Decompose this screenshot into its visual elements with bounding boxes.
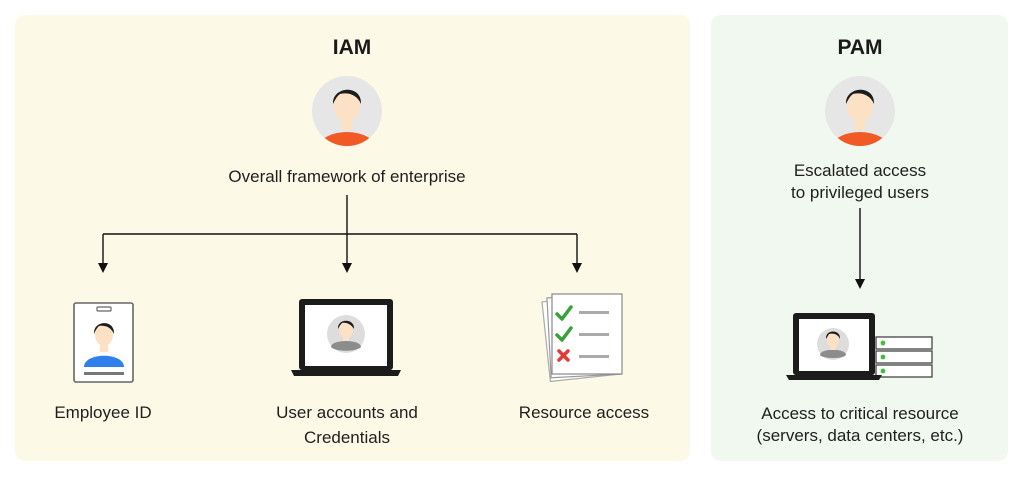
critical-resource-servers-icon bbox=[786, 313, 933, 380]
pam-description-line1: Escalated access bbox=[793, 161, 927, 180]
pam-description-line2: to privileged users bbox=[791, 183, 929, 202]
resource-access-checklist-icon bbox=[541, 293, 623, 383]
pam-user-avatar-icon bbox=[825, 76, 895, 146]
user-accounts-laptop-icon bbox=[291, 299, 401, 376]
pam-target-line1: Access to critical resource bbox=[761, 404, 959, 423]
iam-description: Overall framework of enterprise bbox=[228, 167, 466, 186]
user-accounts-label-line1: User accounts and bbox=[276, 403, 418, 422]
user-accounts-label-line2: Credentials bbox=[304, 428, 390, 447]
iam-connector-lines bbox=[98, 195, 582, 273]
pam-title: PAM bbox=[837, 36, 883, 59]
employee-id-label: Employee ID bbox=[54, 403, 152, 422]
iam-user-avatar-icon bbox=[312, 76, 382, 146]
employee-id-icon bbox=[73, 302, 134, 383]
resource-access-label: Resource access bbox=[518, 403, 650, 422]
iam-title: IAM bbox=[332, 36, 372, 59]
pam-target-line2: (servers, data centers, etc.) bbox=[756, 426, 964, 445]
